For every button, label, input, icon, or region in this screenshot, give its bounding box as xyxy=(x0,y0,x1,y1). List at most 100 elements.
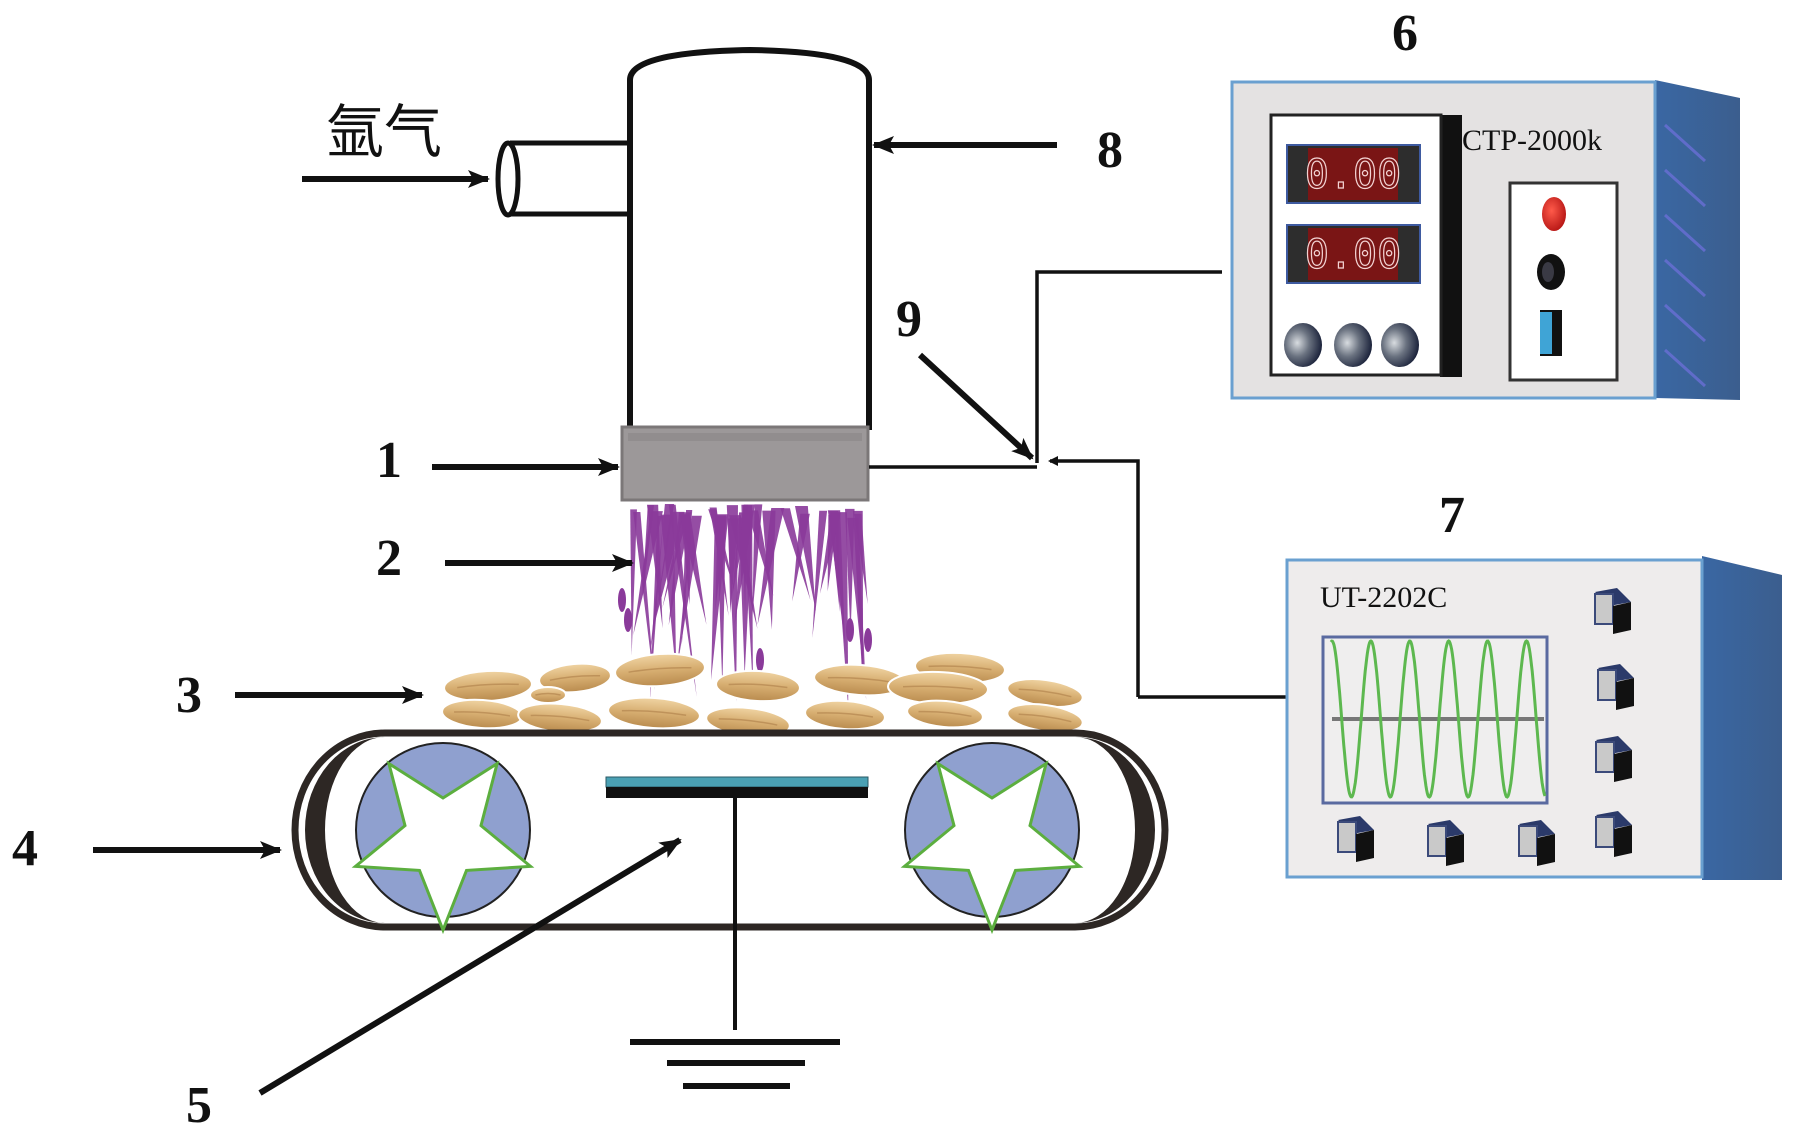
plasma-streak xyxy=(711,514,729,681)
plasma-streak xyxy=(746,510,774,596)
seed-groove xyxy=(621,709,687,716)
callout-3: 3 xyxy=(176,667,202,724)
button-face xyxy=(1518,825,1538,857)
callout-5: 5 xyxy=(186,1077,212,1134)
plasma-streak xyxy=(854,513,868,604)
callout-8: 8 xyxy=(1097,122,1123,179)
oscilloscope-button[interactable] xyxy=(1595,736,1632,782)
oscilloscope-button[interactable] xyxy=(1427,820,1464,866)
plasma-streak xyxy=(757,508,785,625)
seed-groove xyxy=(718,718,778,726)
plasma-droplet xyxy=(756,648,764,672)
plasma-streak xyxy=(681,510,693,647)
oscilloscope-button[interactable] xyxy=(1594,588,1631,634)
plasma-streak xyxy=(847,517,867,700)
argon-gas-label: 氩气 xyxy=(326,98,442,166)
knob-3[interactable] xyxy=(1381,323,1419,367)
left-roller xyxy=(351,742,535,935)
gas-inlet-pipe xyxy=(495,140,630,218)
button-side xyxy=(1613,602,1631,634)
power-supply-model: CTP-2000k xyxy=(1462,124,1602,157)
plasma-streak xyxy=(668,504,697,697)
seed-body xyxy=(906,699,984,729)
plasma-streak xyxy=(762,510,776,630)
oscilloscope-model: UT-2202C xyxy=(1320,581,1447,614)
button-side xyxy=(1614,825,1632,857)
oscilloscope-button[interactable] xyxy=(1597,664,1634,710)
callout-6: 6 xyxy=(1392,5,1418,62)
oscilloscope-button[interactable] xyxy=(1595,811,1632,857)
seed-groove xyxy=(549,674,601,681)
seed xyxy=(607,696,701,730)
button-face xyxy=(1427,825,1447,857)
seed-groove xyxy=(728,683,788,689)
button-side xyxy=(1356,830,1374,862)
right-roller xyxy=(900,742,1084,935)
plasma-droplet xyxy=(618,588,626,612)
seed-groove xyxy=(454,711,511,717)
plasma-jet xyxy=(618,504,872,711)
vent-slot xyxy=(1663,303,1707,343)
svg-text:0.00: 0.00 xyxy=(1305,152,1401,198)
seed-groove xyxy=(457,683,519,689)
plasma-droplet xyxy=(846,618,854,642)
callout-4: 4 xyxy=(12,820,38,877)
display-top: 0.00 xyxy=(1286,144,1421,204)
callout-9: 9 xyxy=(896,291,922,348)
seed xyxy=(906,699,984,729)
oscilloscope-button[interactable] xyxy=(1337,816,1374,862)
seed-body xyxy=(804,699,886,731)
seed xyxy=(441,698,523,730)
plasma-streak xyxy=(794,505,816,612)
plasma-streak xyxy=(715,516,727,610)
seed xyxy=(443,669,533,703)
seed-body xyxy=(607,696,701,730)
wiring xyxy=(869,270,1288,699)
seed xyxy=(538,662,612,694)
seed xyxy=(715,669,801,703)
plasma-streak xyxy=(662,516,688,609)
plasma-streak xyxy=(812,510,828,638)
red-power-button[interactable] xyxy=(1542,197,1566,231)
button-side xyxy=(1614,750,1632,782)
seed-pile xyxy=(441,651,1084,738)
seed xyxy=(529,686,567,704)
seed xyxy=(614,652,706,688)
callout-1: 1 xyxy=(376,432,402,489)
plasma-streak xyxy=(633,511,663,636)
button-face xyxy=(1337,821,1357,853)
button-face xyxy=(1595,741,1615,773)
plasma-streak xyxy=(642,505,655,600)
vent-slot xyxy=(1663,348,1707,388)
vent-slot xyxy=(1663,123,1707,163)
display-bottom: 0.00 xyxy=(1286,224,1421,284)
conveyor-belt xyxy=(291,729,1169,935)
callout-7: 7 xyxy=(1439,487,1465,544)
knob-1[interactable] xyxy=(1284,323,1322,367)
vent-slot xyxy=(1663,213,1707,253)
button-side xyxy=(1446,834,1464,866)
seed-groove xyxy=(530,714,590,722)
seed-body xyxy=(614,652,706,688)
callout-2: 2 xyxy=(376,530,402,587)
vent-slot xyxy=(1663,168,1707,208)
button-face xyxy=(1597,669,1617,701)
sine-waveform xyxy=(1329,639,1547,799)
seed-groove xyxy=(535,692,561,696)
ground-symbol-icon xyxy=(630,1039,840,1089)
seed-groove xyxy=(827,676,893,683)
oscilloscope-buttons xyxy=(1337,588,1634,866)
callout-9-arrow xyxy=(917,352,1035,461)
seed-groove xyxy=(628,666,692,673)
plasma-streak xyxy=(834,512,849,711)
plasma-streak xyxy=(780,508,811,601)
ground-plate xyxy=(605,776,869,1030)
button-side xyxy=(1616,678,1634,710)
plasma-streak xyxy=(820,512,841,594)
vent-slot xyxy=(1663,258,1707,298)
seed-groove xyxy=(817,712,874,718)
knob-2[interactable] xyxy=(1334,323,1372,367)
plasma-droplet xyxy=(624,608,632,632)
oscilloscope-button[interactable] xyxy=(1518,820,1555,866)
